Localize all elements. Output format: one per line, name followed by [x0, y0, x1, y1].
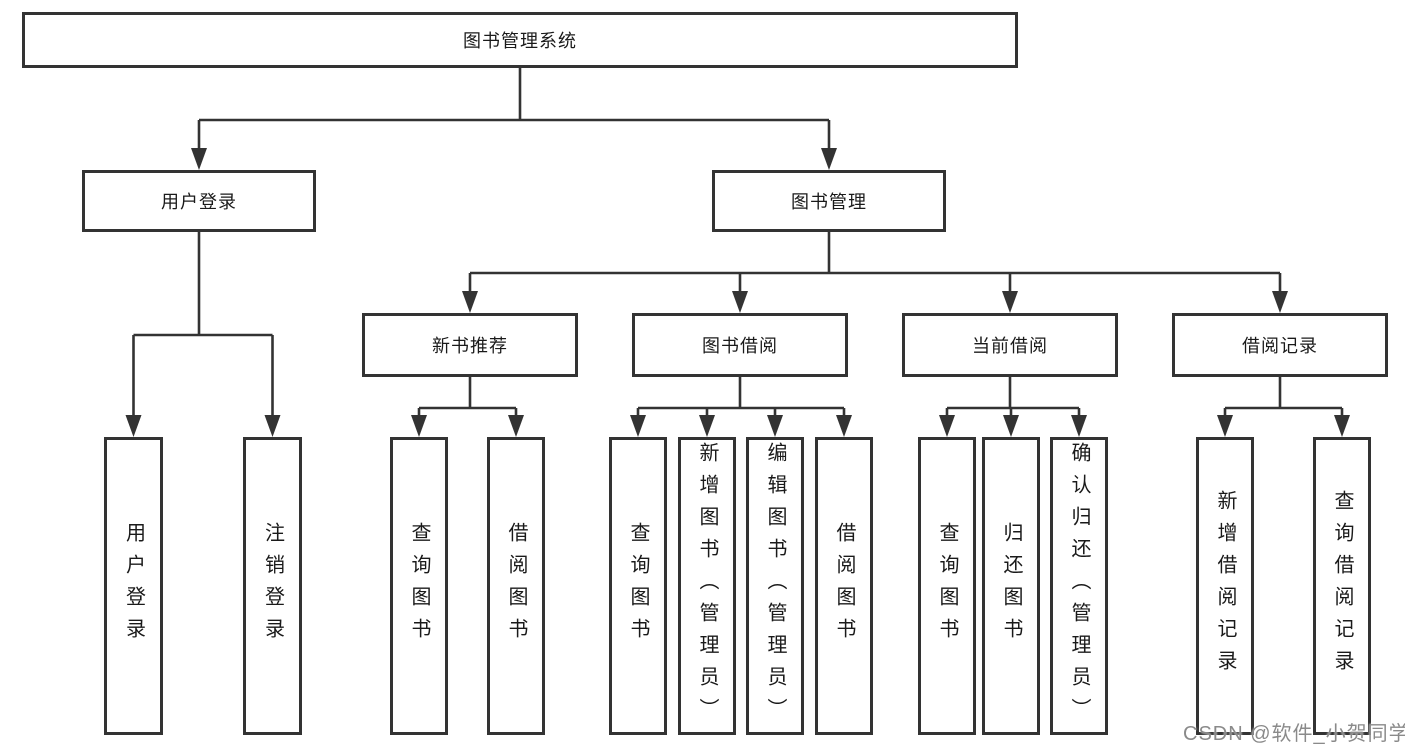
node-label: 借阅图书 [505, 522, 527, 650]
leaf-borrow-borrow-books: 借阅图书 [815, 437, 873, 735]
node-book-borrow: 图书借阅 [632, 313, 848, 377]
node-label: 借阅记录 [1242, 336, 1318, 356]
leaf-borrow-query-books: 查询图书 [609, 437, 667, 735]
leaf-current-confirm-return-admin: 确认归还（管理员） [1050, 437, 1108, 735]
node-borrow-records: 借阅记录 [1172, 313, 1388, 377]
leaf-current-query-books: 查询图书 [918, 437, 976, 735]
node-label: 查询图书 [627, 522, 649, 650]
node-current-borrow: 当前借阅 [902, 313, 1118, 377]
node-label: 用户登录 [122, 522, 145, 650]
node-label: 当前借阅 [972, 336, 1048, 356]
node-label: 查询图书 [936, 522, 958, 650]
node-label: 借阅图书 [833, 522, 855, 650]
leaf-borrow-edit-books-admin: 编辑图书（管理员） [746, 437, 804, 735]
node-book-management: 图书管理 [712, 170, 946, 232]
node-label: 归还图书 [1000, 522, 1022, 650]
leaf-recommend-borrow-books: 借阅图书 [487, 437, 545, 735]
leaf-records-add-record: 新增借阅记录 [1196, 437, 1254, 735]
node-label: 查询借阅记录 [1331, 490, 1353, 682]
node-label: 新增借阅记录 [1214, 490, 1236, 682]
leaf-current-return-books: 归还图书 [982, 437, 1040, 735]
node-label: 注销登录 [261, 522, 284, 650]
leaf-user-login: 用户登录 [104, 437, 163, 735]
node-label: 查询图书 [408, 522, 430, 650]
node-label: 图书借阅 [702, 336, 778, 356]
leaf-borrow-add-books-admin: 新增图书（管理员） [678, 437, 736, 735]
node-label: 编辑图书（管理员） [764, 442, 786, 730]
csdn-watermark: CSDN @软件_小贺同学 [1183, 723, 1405, 745]
leaf-records-query-record: 查询借阅记录 [1313, 437, 1371, 735]
leaf-recommend-query-books: 查询图书 [390, 437, 448, 735]
node-label: 确认归还（管理员） [1068, 442, 1090, 730]
node-label: 图书管理系统 [463, 31, 577, 51]
node-label: 图书管理 [791, 192, 867, 212]
leaf-logout: 注销登录 [243, 437, 302, 735]
node-label: 新书推荐 [432, 336, 508, 356]
node-label: 新增图书（管理员） [696, 442, 718, 730]
node-new-book-recommend: 新书推荐 [362, 313, 578, 377]
node-label: 用户登录 [161, 192, 237, 212]
node-user-login: 用户登录 [82, 170, 316, 232]
node-library-management-system: 图书管理系统 [22, 12, 1018, 68]
